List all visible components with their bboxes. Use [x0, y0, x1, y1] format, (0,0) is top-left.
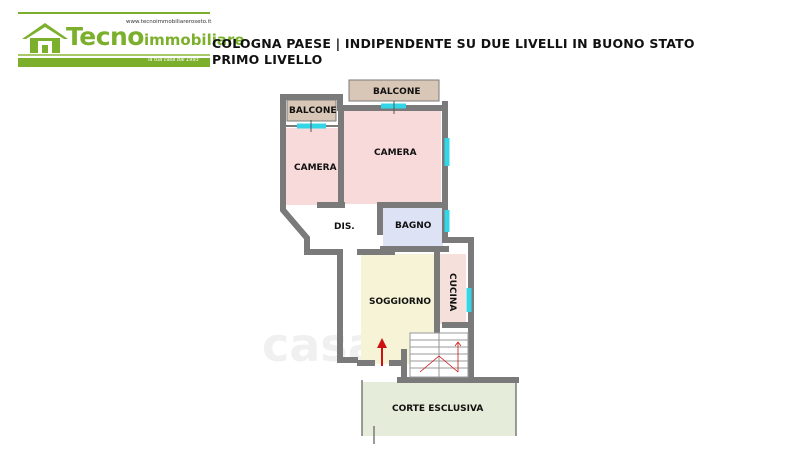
website-url[interactable]: www.tecnoimmobiliareroseto.it — [126, 19, 212, 25]
brand-tecno: Tecno — [66, 22, 144, 51]
listing-title: COLOGNA PAESE | INDIPENDENTE SU DUE LIVE… — [212, 36, 695, 51]
label-balcone-left: BALCONE — [289, 106, 337, 116]
label-bagno: BAGNO — [395, 221, 432, 231]
bagno-area — [383, 205, 443, 247]
entry-arrow — [377, 338, 387, 366]
tagline: la tua casa dal 1993 — [148, 57, 199, 63]
label-dis: DIS. — [334, 222, 355, 232]
label-soggiorno: SOGGIORNO — [369, 297, 431, 307]
camera-left-area — [286, 128, 340, 205]
stairs-direction — [419, 341, 462, 373]
label-corte: CORTE ESCLUSIVA — [392, 404, 483, 414]
camera-main-area — [343, 110, 441, 204]
label-camera-left: CAMERA — [294, 163, 337, 173]
corte-area — [362, 382, 516, 436]
label-cucina: CUCINA — [447, 273, 457, 311]
label-camera-main: CAMERA — [374, 148, 417, 158]
level-title: PRIMO LIVELLO — [212, 52, 323, 67]
brand-name: Tecnoimmobiliare — [66, 24, 245, 49]
brand-immobiliare: immobiliare — [143, 31, 245, 49]
stairs — [409, 332, 469, 378]
logo — [18, 12, 210, 67]
label-balcone-top: BALCONE — [373, 87, 421, 97]
cucina-area — [440, 254, 466, 324]
dis-area — [316, 205, 380, 253]
house-icon — [22, 23, 68, 53]
